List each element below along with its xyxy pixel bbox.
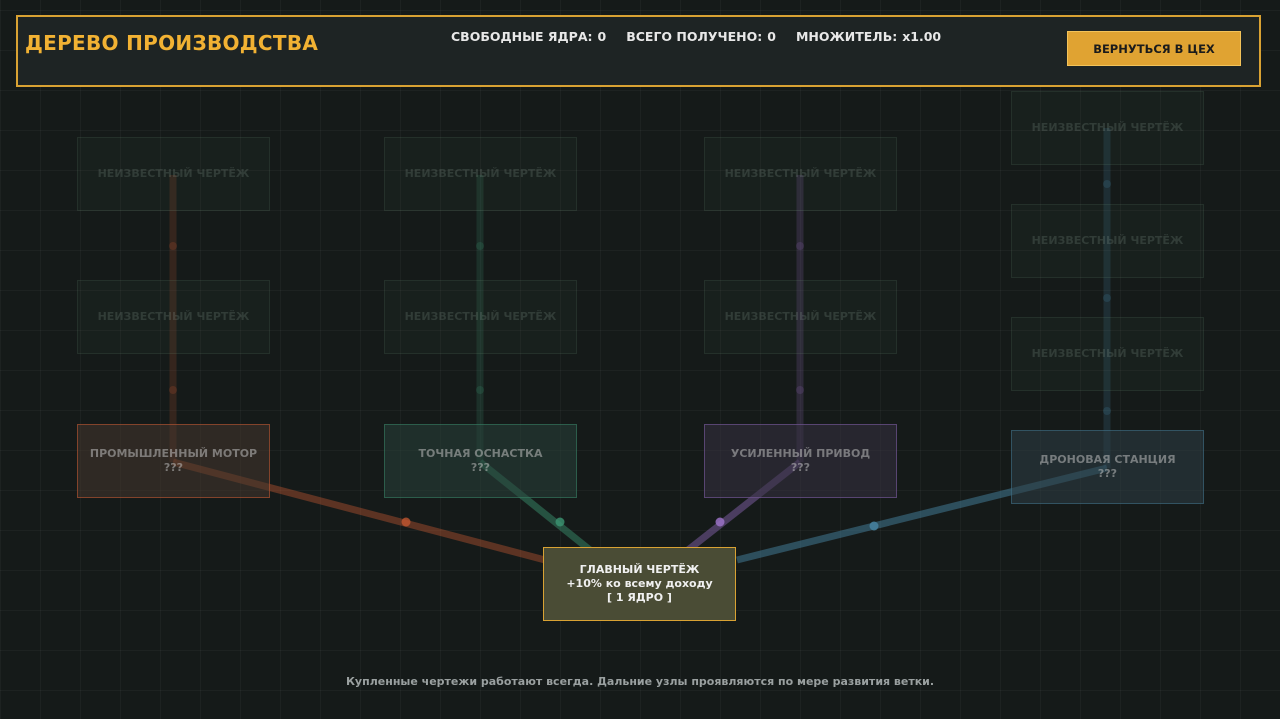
main-node-title: ГЛАВНЫЙ ЧЕРТЁЖ [579,563,700,576]
unknown-blueprint-node[interactable]: НЕИЗВЕСТНЫЙ ЧЕРТЁЖ [77,137,270,211]
link-dot [715,517,725,527]
back-to-workshop-button[interactable]: ВЕРНУТЬСЯ В ЦЕХ [1067,31,1241,66]
branch-node-title: ПРОМЫШЛЕННЫЙ МОТОР [89,447,258,460]
main-node-effect: +10% ко всему доходу [566,577,713,590]
total-received-stat: ВСЕГО ПОЛУЧЕНО: 0 [626,29,776,44]
unknown-blueprint-node[interactable]: НЕИЗВЕСТНЫЙ ЧЕРТЁЖ [384,280,577,354]
branch-node-title: УСИЛЕННЫЙ ПРИВОД [730,447,871,460]
chain-dot [476,242,484,250]
total-received-label: ВСЕГО ПОЛУЧЕНО: [626,29,763,44]
branch-node-info: ??? [790,461,811,474]
unknown-blueprint-node[interactable]: НЕИЗВЕСТНЫЙ ЧЕРТЁЖ [1011,204,1204,278]
multiplier-value: x1.00 [902,29,942,44]
branch-node-info: ??? [163,461,184,474]
branch-node-industrial-motor[interactable]: ПРОМЫШЛЕННЫЙ МОТОР ??? [77,424,270,498]
unknown-blueprint-node[interactable]: НЕИЗВЕСТНЫЙ ЧЕРТЁЖ [704,137,897,211]
branch-node-title: ТОЧНАЯ ОСНАСТКА [418,447,543,460]
free-cores-value: 0 [597,29,607,44]
unknown-blueprint-node[interactable]: НЕИЗВЕСТНЫЙ ЧЕРТЁЖ [384,137,577,211]
free-cores-label: СВОБОДНЫЕ ЯДРА: [451,29,593,44]
main-blueprint-node[interactable]: ГЛАВНЫЙ ЧЕРТЁЖ +10% ко всему доходу [ 1 … [543,547,736,621]
branch-node-info: ??? [1097,467,1118,480]
header-panel: ДЕРЕВО ПРОИЗВОДСТВА СВОБОДНЫЕ ЯДРА: 0 ВС… [16,15,1261,87]
branch-node-drone-station[interactable]: ДРОНОВАЯ СТАНЦИЯ ??? [1011,430,1204,504]
chain-dot [1103,407,1111,415]
unknown-blueprint-node[interactable]: НЕИЗВЕСТНЫЙ ЧЕРТЁЖ [704,280,897,354]
chain-dot [476,386,484,394]
link-dot [401,517,411,527]
unknown-blueprint-node[interactable]: НЕИЗВЕСТНЫЙ ЧЕРТЁЖ [1011,91,1204,165]
stats-bar: СВОБОДНЫЕ ЯДРА: 0 ВСЕГО ПОЛУЧЕНО: 0 МНОЖ… [451,29,941,44]
multiplier-stat: МНОЖИТЕЛЬ: x1.00 [796,29,941,44]
unknown-blueprint-node[interactable]: НЕИЗВЕСТНЫЙ ЧЕРТЁЖ [1011,317,1204,391]
chain-dot [796,242,804,250]
branch-node-precision-tooling[interactable]: ТОЧНАЯ ОСНАСТКА ??? [384,424,577,498]
chain-dot [1103,294,1111,302]
link-dot [555,517,565,527]
chain-dot [169,386,177,394]
total-received-value: 0 [767,29,776,44]
chain-dot [796,386,804,394]
chain-dot [169,242,177,250]
unknown-blueprint-node[interactable]: НЕИЗВЕСТНЫЙ ЧЕРТЁЖ [77,280,270,354]
chain-dot [1103,180,1111,188]
free-cores-stat: СВОБОДНЫЕ ЯДРА: 0 [451,29,606,44]
page-title: ДЕРЕВО ПРОИЗВОДСТВА [25,31,319,55]
branch-node-info: ??? [470,461,491,474]
branch-node-reinforced-drive[interactable]: УСИЛЕННЫЙ ПРИВОД ??? [704,424,897,498]
main-node-cost: [ 1 ЯДРО ] [607,591,672,604]
link-dot [869,521,879,531]
footer-hint: Купленные чертежи работают всегда. Дальн… [345,675,935,688]
branch-node-title: ДРОНОВАЯ СТАНЦИЯ [1039,453,1176,466]
multiplier-label: МНОЖИТЕЛЬ: [795,29,898,44]
